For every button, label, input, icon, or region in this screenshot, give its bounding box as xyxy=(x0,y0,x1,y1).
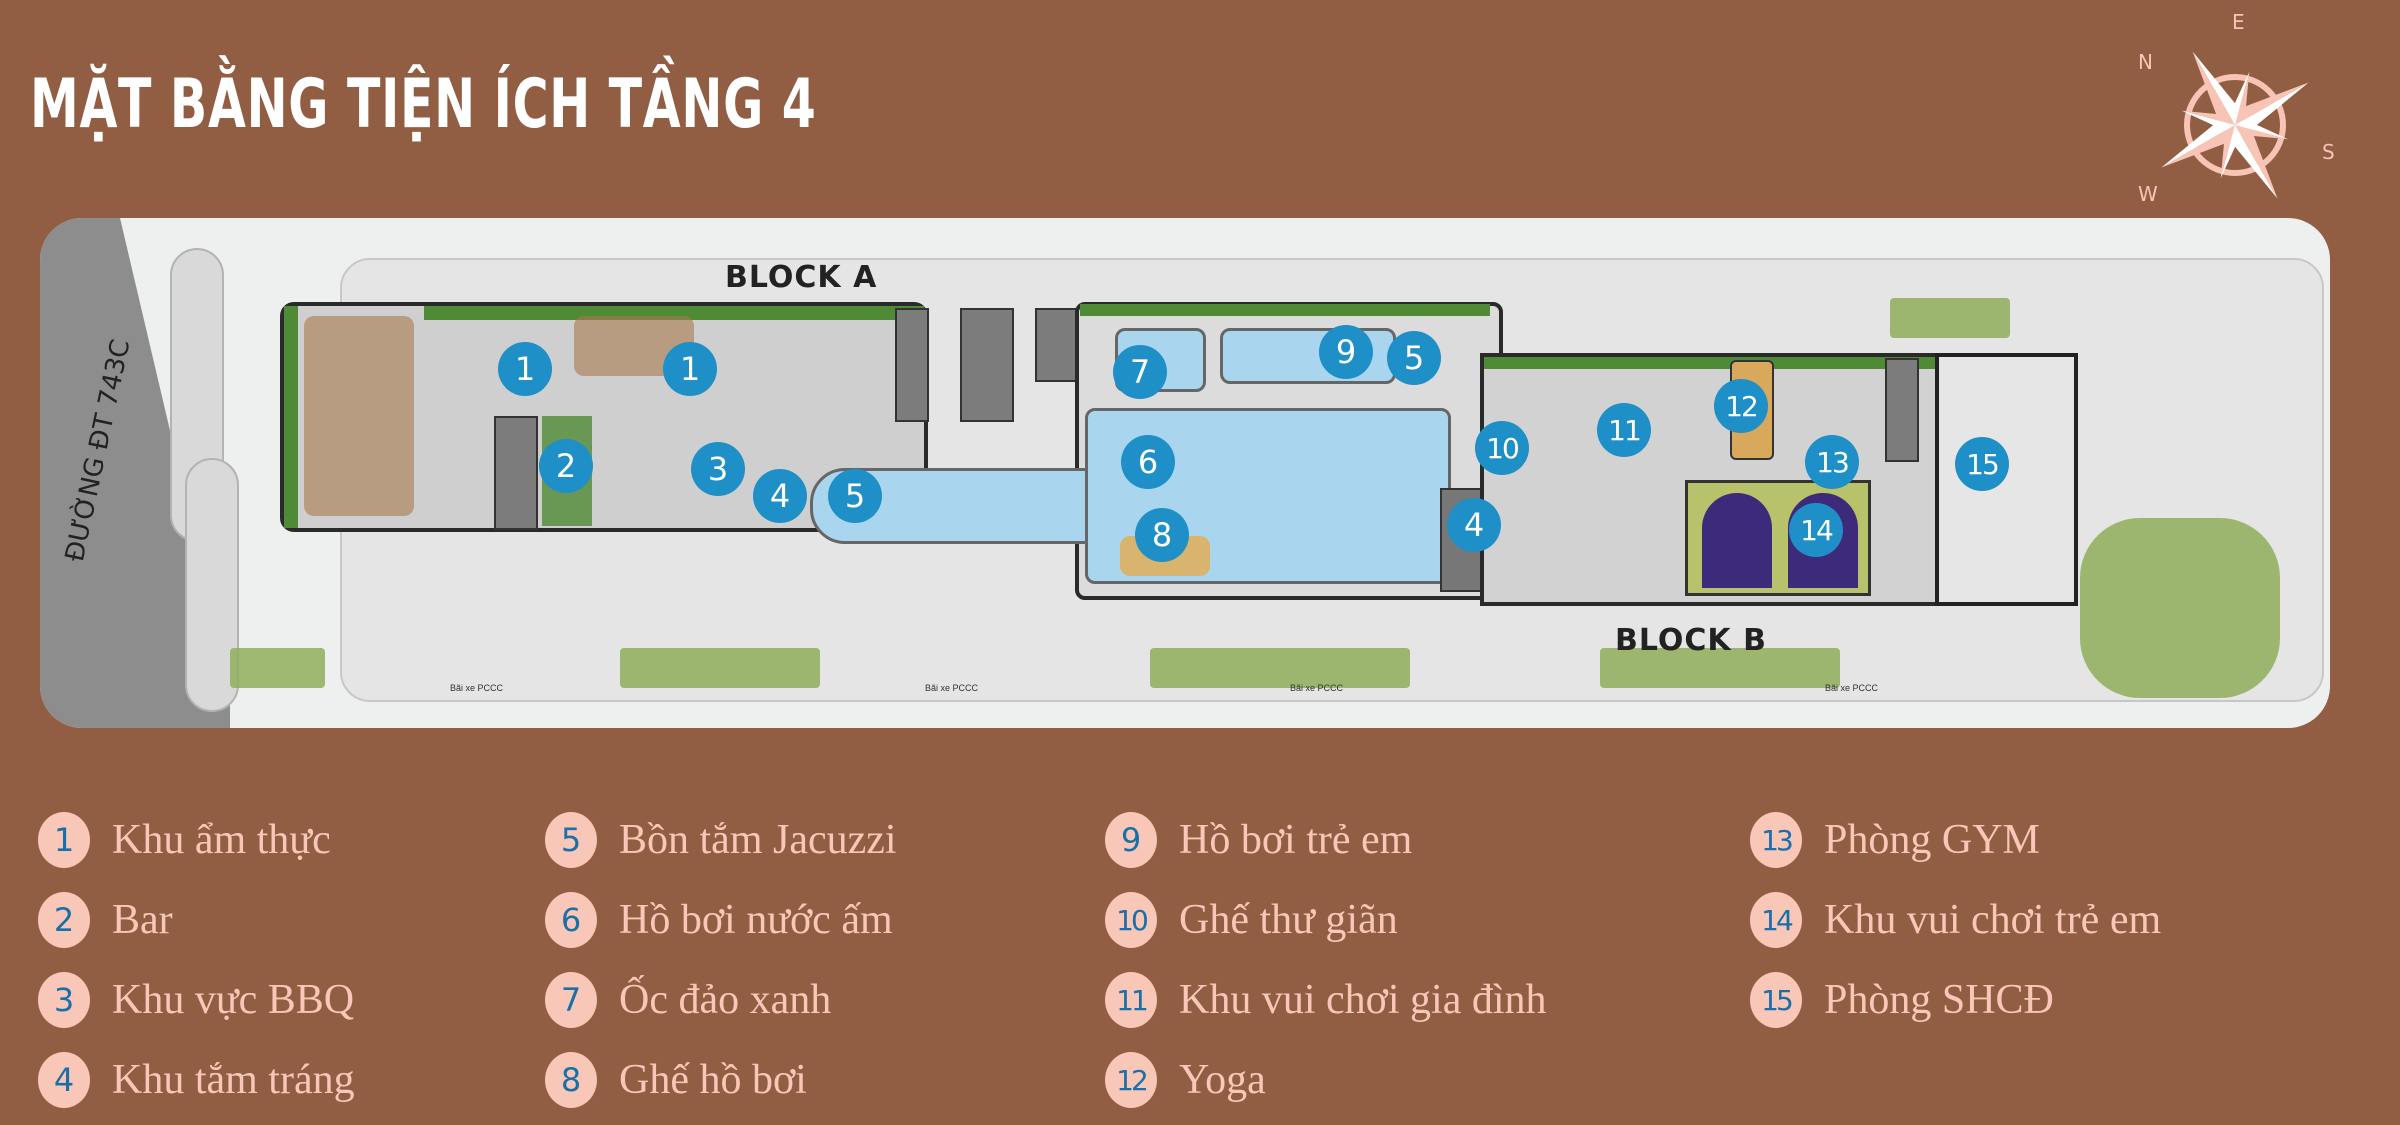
compass-east-label: E xyxy=(2232,10,2245,34)
fire-lane-label: Bãi xe PCCC xyxy=(450,683,504,693)
legend-item: 12 Yoga xyxy=(1105,1050,1266,1110)
legend: 1 Khu ẩm thực 2 Bar 3 Khu vực BBQ 4 Khu … xyxy=(0,800,2400,1120)
legend-label: Bar xyxy=(112,897,173,943)
legend-item: 9 Hồ bơi trẻ em xyxy=(1105,810,1412,870)
service-core xyxy=(895,308,929,422)
legend-badge: 13 xyxy=(1750,812,1802,868)
legend-label: Phòng GYM xyxy=(1824,817,2040,863)
map-pin-7[interactable]: 7 xyxy=(1113,345,1167,399)
legend-label: Bồn tắm Jacuzzi xyxy=(619,817,897,863)
play-track xyxy=(1702,493,1772,588)
legend-item: 2 Bar xyxy=(38,890,173,950)
legend-item: 1 Khu ẩm thực xyxy=(38,810,331,870)
legend-badge: 8 xyxy=(545,1052,597,1108)
compass-north-label: N xyxy=(2138,50,2153,74)
podium-west xyxy=(280,302,928,532)
kids-playground xyxy=(1685,480,1871,596)
legend-item: 8 Ghế hồ bơi xyxy=(545,1050,807,1110)
kids-pool xyxy=(1220,328,1396,384)
legend-label: Phòng SHCĐ xyxy=(1824,977,2054,1023)
legend-badge: 2 xyxy=(38,892,90,948)
map-pin-4[interactable]: 4 xyxy=(1447,498,1501,552)
map-pin-15[interactable]: 15 xyxy=(1955,437,2009,491)
green-strip xyxy=(620,648,820,688)
map-pin-5[interactable]: 5 xyxy=(828,469,882,523)
legend-badge: 5 xyxy=(545,812,597,868)
compass-rose-icon: N E S W xyxy=(2110,10,2360,210)
legend-badge: 1 xyxy=(38,812,90,868)
block-a-label: BLOCK A xyxy=(725,260,878,295)
legend-badge: 12 xyxy=(1105,1052,1157,1108)
map-pin-8[interactable]: 8 xyxy=(1135,508,1189,562)
legend-item: 3 Khu vực BBQ xyxy=(38,970,354,1030)
legend-badge: 15 xyxy=(1750,972,1802,1028)
map-pin-4[interactable]: 4 xyxy=(753,469,807,523)
legend-item: 11 Khu vui chơi gia đình xyxy=(1105,970,1547,1030)
green-strip xyxy=(1600,648,1840,688)
legend-item: 4 Khu tắm tráng xyxy=(38,1050,355,1110)
service-core xyxy=(1035,308,1079,382)
legend-label: Ghế hồ bơi xyxy=(619,1057,807,1103)
map-pin-1[interactable]: 1 xyxy=(498,342,552,396)
map-pin-3[interactable]: 3 xyxy=(691,442,745,496)
legend-label: Hồ bơi nước ấm xyxy=(619,897,893,943)
hedge xyxy=(1080,304,1490,316)
legend-badge: 7 xyxy=(545,972,597,1028)
service-core xyxy=(494,416,538,530)
legend-badge: 3 xyxy=(38,972,90,1028)
legend-item: 10 Ghế thư giãn xyxy=(1105,890,1398,950)
fire-lane-label: Bãi xe PCCC xyxy=(925,683,979,693)
map-pin-1[interactable]: 1 xyxy=(663,342,717,396)
legend-item: 14 Khu vui chơi trẻ em xyxy=(1750,890,2161,950)
legend-label: Khu tắm tráng xyxy=(112,1057,355,1103)
legend-badge: 10 xyxy=(1105,892,1157,948)
hedge xyxy=(424,306,924,320)
legend-item: 13 Phòng GYM xyxy=(1750,810,2040,870)
legend-badge: 6 xyxy=(545,892,597,948)
fire-lane-label: Bãi xe PCCC xyxy=(1290,683,1344,693)
legend-label: Khu vui chơi trẻ em xyxy=(1824,897,2162,943)
legend-badge: 11 xyxy=(1105,972,1157,1028)
green-strip xyxy=(2080,518,2280,698)
map-pin-6[interactable]: 6 xyxy=(1121,435,1175,489)
legend-label: Hồ bơi trẻ em xyxy=(1179,817,1413,863)
fire-lane-label: Bãi xe PCCC xyxy=(1825,683,1879,693)
compass-west-label: W xyxy=(2138,182,2158,206)
legend-item: 6 Hồ bơi nước ấm xyxy=(545,890,893,950)
legend-label: Khu vui chơi gia đình xyxy=(1179,977,1547,1023)
green-strip xyxy=(230,648,325,688)
map-pin-11[interactable]: 11 xyxy=(1597,403,1651,457)
legend-label: Ốc đảo xanh xyxy=(619,977,832,1023)
green-strip xyxy=(1150,648,1410,688)
block-b-label: BLOCK B xyxy=(1615,623,1767,658)
green-strip xyxy=(1890,298,2010,338)
hedge xyxy=(284,306,298,528)
map-pin-12[interactable]: 12 xyxy=(1714,379,1768,433)
legend-item: 15 Phòng SHCĐ xyxy=(1750,970,2054,1030)
page-title: MẶT BẰNG TIỆN ÍCH TẦNG 4 xyxy=(30,65,817,144)
legend-label: Khu vực BBQ xyxy=(112,977,355,1023)
timber-deck xyxy=(304,316,414,516)
service-core xyxy=(1885,358,1919,462)
legend-label: Ghế thư giãn xyxy=(1179,897,1398,943)
service-core xyxy=(960,308,1014,422)
legend-label: Khu ẩm thực xyxy=(112,817,331,863)
map-pin-13[interactable]: 13 xyxy=(1805,435,1859,489)
map-pin-9[interactable]: 9 xyxy=(1319,325,1373,379)
legend-label: Yoga xyxy=(1179,1057,1266,1103)
hedge xyxy=(1484,357,1964,369)
compass-south-label: S xyxy=(2322,140,2335,164)
community-hall xyxy=(1935,353,2078,606)
legend-badge: 9 xyxy=(1105,812,1157,868)
legend-badge: 4 xyxy=(38,1052,90,1108)
legend-item: 7 Ốc đảo xanh xyxy=(545,970,831,1030)
map-pin-10[interactable]: 10 xyxy=(1475,421,1529,475)
map-pin-14[interactable]: 14 xyxy=(1789,503,1843,557)
map-pin-5[interactable]: 5 xyxy=(1387,331,1441,385)
legend-badge: 14 xyxy=(1750,892,1802,948)
legend-item: 5 Bồn tắm Jacuzzi xyxy=(545,810,897,870)
map-pin-2[interactable]: 2 xyxy=(539,439,593,493)
